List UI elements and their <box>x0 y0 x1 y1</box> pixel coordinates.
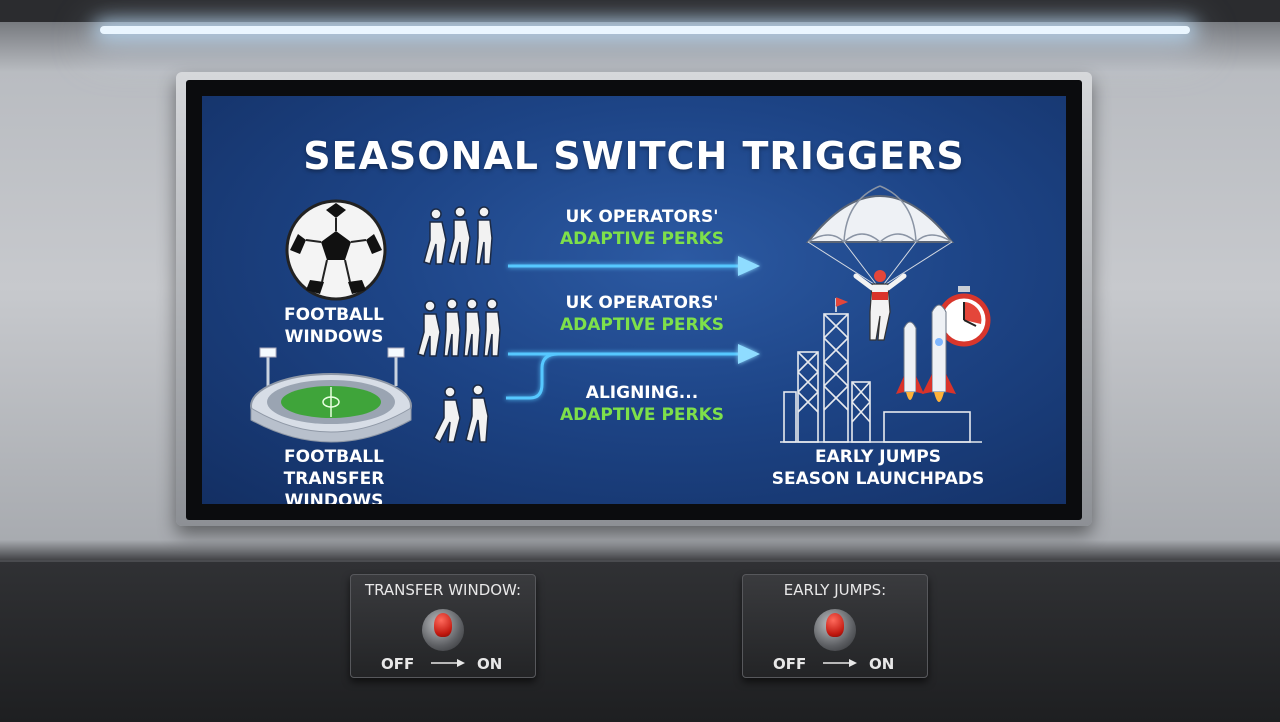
middle-label-2-line1: UK OPERATORS' <box>565 293 719 313</box>
early-jumps-panel: EARLY JUMPS: OFF ON <box>742 574 928 678</box>
monitor: SEASONAL SWITCH TRIGGERS F <box>176 72 1092 526</box>
display-screen: SEASONAL SWITCH TRIGGERS F <box>202 96 1066 504</box>
arrow-right-icon <box>506 256 760 400</box>
middle-label-1-line1: UK OPERATORS' <box>565 207 719 227</box>
early-jumps-label: EARLY JUMPS SEASON LAUNCHPADS <box>748 446 1008 490</box>
monitor-bezel: SEASONAL SWITCH TRIGGERS F <box>186 80 1082 520</box>
football-windows-label: FOOTBALL WINDOWS <box>264 304 404 348</box>
stadium-icon <box>250 347 412 443</box>
football-transfer-windows-label: FOOTBALL TRANSFER WINDOWS <box>244 446 424 504</box>
middle-label-2: UK OPERATORS' ADAPTIVE PERKS <box>532 292 752 336</box>
players-icon <box>417 298 501 357</box>
middle-label-3-line2: ADAPTIVE PERKS <box>559 405 725 425</box>
toggle-knob <box>826 613 844 637</box>
transfer-window-title: TRANSFER WINDOW: <box>364 581 522 599</box>
early-jumps-title: EARLY JUMPS: <box>783 581 887 599</box>
on-label: ON <box>477 655 503 673</box>
screen-title: SEASONAL SWITCH TRIGGERS <box>303 134 965 178</box>
parachutist-icon <box>805 185 955 341</box>
on-label: ON <box>869 655 895 673</box>
off-label: OFF <box>381 655 415 673</box>
toggle-knob <box>434 613 452 637</box>
early-jumps-line2: SEASON LAUNCHPADS <box>771 469 985 489</box>
ceiling <box>0 0 1280 22</box>
soccer-ball-icon <box>285 199 387 301</box>
city-launchpad-icon <box>780 297 982 443</box>
players-icon <box>433 384 489 444</box>
football-windows-line2: WINDOWS <box>284 327 384 347</box>
off-label: OFF <box>773 655 807 673</box>
arrow-right-icon <box>823 659 857 667</box>
early-jumps-toggle[interactable] <box>814 609 856 651</box>
transfer-label-line1: FOOTBALL <box>284 447 384 467</box>
middle-label-3-line1: ALIGNING... <box>585 383 699 403</box>
middle-label-3: ALIGNING... ADAPTIVE PERKS <box>532 382 752 426</box>
arrow-right-icon <box>431 659 465 667</box>
transfer-window-toggle[interactable] <box>422 609 464 651</box>
middle-label-2-line2: ADAPTIVE PERKS <box>559 315 725 335</box>
players-icon <box>423 206 493 265</box>
early-jumps-line1: EARLY JUMPS <box>814 447 942 467</box>
middle-label-1: UK OPERATORS' ADAPTIVE PERKS <box>532 206 752 250</box>
control-wall <box>0 560 1280 722</box>
football-windows-line1: FOOTBALL <box>284 305 384 325</box>
transfer-window-panel: TRANSFER WINDOW: OFF ON <box>350 574 536 678</box>
middle-label-1-line2: ADAPTIVE PERKS <box>559 229 725 249</box>
ceiling-light <box>100 26 1190 34</box>
transfer-label-line2: TRANSFER WINDOWS <box>283 469 385 504</box>
